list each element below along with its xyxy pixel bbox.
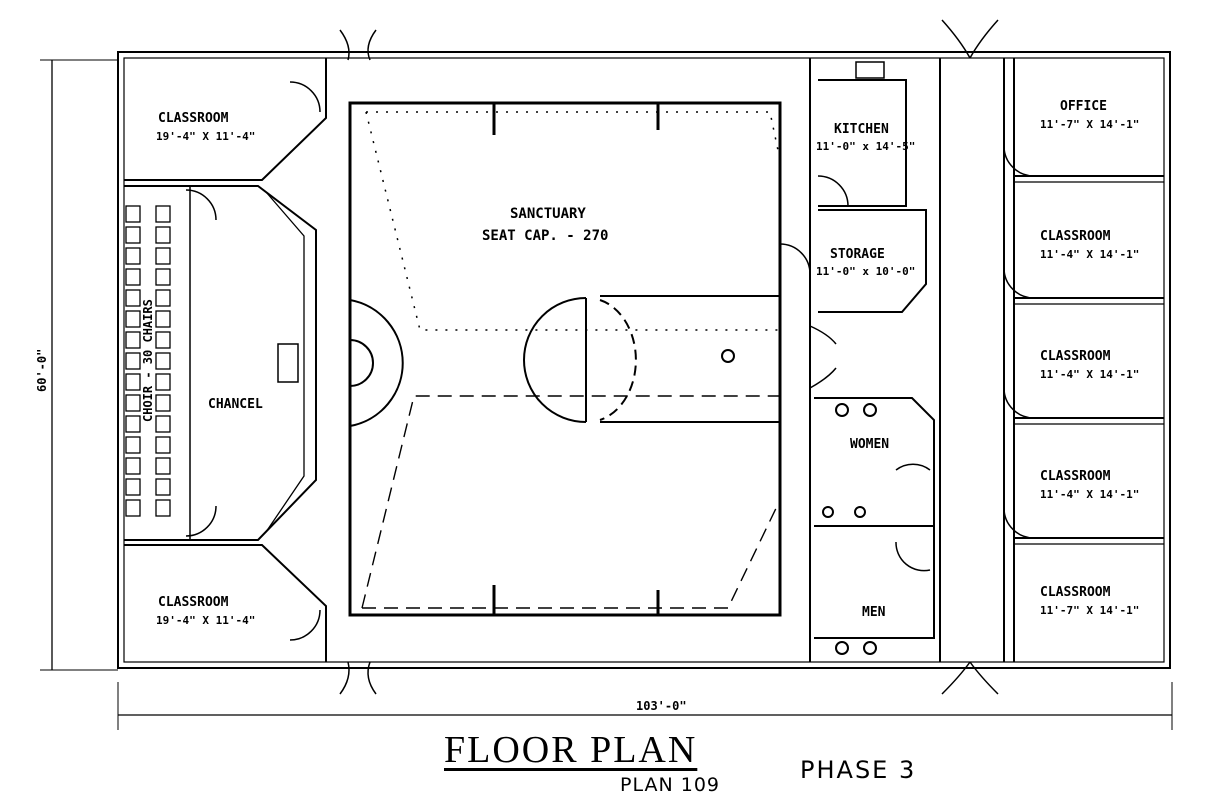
choir-chair — [125, 394, 141, 412]
choir-chair — [125, 310, 141, 328]
choir-chair — [125, 226, 141, 244]
choir-chair — [125, 373, 141, 391]
kitchen-label: KITCHEN — [834, 122, 889, 137]
toilet-3 — [835, 641, 849, 655]
classroom-top-left-wall — [124, 58, 327, 181]
dashed-seating — [361, 395, 781, 609]
choir-chair — [125, 205, 141, 223]
choir-chair — [155, 247, 171, 265]
exterior-door-top-right — [941, 19, 999, 59]
choir-chair — [125, 289, 141, 307]
choir-chair — [155, 499, 171, 517]
choir-chair — [155, 478, 171, 496]
choir-chair — [155, 457, 171, 475]
classroom-r2-size: 11'-4" X 14'-1" — [1040, 368, 1139, 381]
choir-chair — [155, 436, 171, 454]
exterior-door-mid-right — [809, 325, 837, 389]
classroom-r3-size: 11'-4" X 14'-1" — [1040, 488, 1139, 501]
right-room-dividers — [1013, 58, 1164, 662]
sanctuary-floor — [348, 101, 782, 617]
classroom-r2-name: CLASSROOM — [1040, 349, 1111, 364]
choir-chair — [155, 352, 171, 370]
door-arc — [185, 81, 1035, 641]
court-arc-left — [349, 299, 404, 427]
exterior-door-bottom-left — [339, 661, 377, 695]
classroom-r1-size: 11'-4" X 14'-1" — [1040, 248, 1139, 261]
choir-chair — [155, 226, 171, 244]
plan-title: FLOOR PLAN — [444, 729, 698, 771]
choir-chair — [125, 247, 141, 265]
choir-chair — [125, 478, 141, 496]
classroom-bottom-left-size: 19'-4" X 11'-4" — [156, 614, 255, 627]
office-size: 11'-7" X 14'-1" — [1040, 118, 1139, 131]
sink-2 — [854, 506, 866, 518]
dimension-width: 103'-0" — [636, 699, 687, 713]
exterior-door-top-left — [339, 29, 377, 61]
outer-wall — [117, 51, 1171, 669]
classroom-top-left-size: 19'-4" X 11'-4" — [156, 130, 255, 143]
kitchen-size: 11'-0" x 14'-5" — [816, 140, 915, 153]
classroom-top-left-name: CLASSROOM — [158, 111, 229, 126]
choir-chair — [155, 289, 171, 307]
key-arc-dashed — [599, 299, 637, 421]
toilet-1 — [835, 403, 849, 417]
sanctuary-label: SANCTUARY — [510, 206, 586, 222]
choir-chair — [155, 205, 171, 223]
choir-chair — [125, 457, 141, 475]
kitchen-wall — [818, 79, 907, 207]
classroom-r4-size: 11'-7" X 14'-1" — [1040, 604, 1139, 617]
classroom-bottom-left-wall — [124, 544, 327, 662]
pulpit — [277, 343, 299, 383]
sink-1 — [822, 506, 834, 518]
office-label: OFFICE — [1060, 99, 1107, 114]
toilet-2 — [863, 403, 877, 417]
restroom-wall — [814, 397, 935, 639]
choir-chair — [125, 331, 141, 349]
choir-chair — [125, 499, 141, 517]
choir-chair — [155, 268, 171, 286]
choir-chair — [155, 373, 171, 391]
choir-chair — [155, 415, 171, 433]
chancel-platform — [265, 191, 305, 533]
sanctuary-capacity: SEAT CAP. - 270 — [482, 228, 608, 244]
choir-chair — [125, 436, 141, 454]
phase-label: PHASE 3 — [800, 756, 917, 784]
storage-label: STORAGE — [830, 247, 885, 262]
court-circle-left — [349, 339, 374, 387]
inner-wall-line — [123, 57, 1165, 663]
right-room-dividers-2 — [1014, 181, 1164, 545]
range — [855, 61, 885, 79]
choir-chairs — [125, 205, 171, 517]
classroom-r1-name: CLASSROOM — [1040, 229, 1111, 244]
choir-chair — [155, 310, 171, 328]
classroom-r4-name: CLASSROOM — [1040, 585, 1111, 600]
choir-chair — [125, 268, 141, 286]
toilet-4 — [863, 641, 877, 655]
choir-chair — [155, 331, 171, 349]
plan-number: PLAN 109 — [620, 774, 720, 796]
men-label: MEN — [862, 605, 886, 620]
storage-size: 11'-0" x 10'-0" — [816, 265, 915, 278]
key-area — [600, 295, 780, 423]
classroom-bottom-left-name: CLASSROOM — [158, 595, 229, 610]
exterior-door-bottom-right — [941, 661, 999, 695]
choir-chair — [125, 352, 141, 370]
choir-label: CHOIR - 30 CHAIRS — [141, 299, 155, 422]
court-arc-center — [523, 297, 587, 423]
chancel-label: CHANCEL — [208, 397, 263, 412]
basket — [721, 349, 735, 363]
classroom-r3-name: CLASSROOM — [1040, 469, 1111, 484]
chancel-wall — [124, 185, 317, 541]
choir-chair — [125, 415, 141, 433]
dimension-height: 60'-0" — [35, 349, 49, 392]
choir-chair — [155, 394, 171, 412]
women-label: WOMEN — [850, 437, 889, 452]
storage-wall — [818, 209, 927, 313]
